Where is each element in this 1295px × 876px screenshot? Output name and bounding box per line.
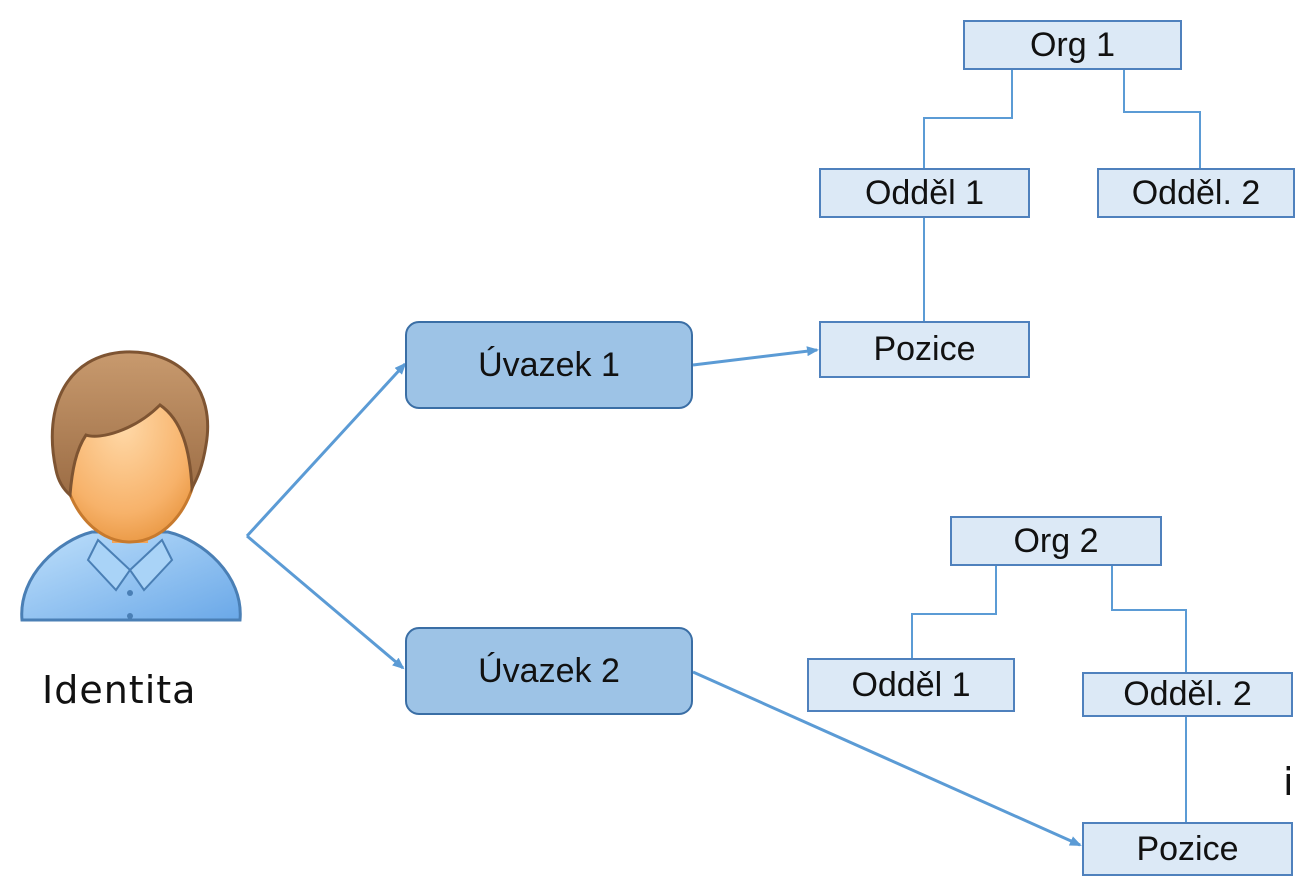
org2-position-box[interactable]: Pozice (1082, 822, 1293, 876)
contract-2-label: Úvazek 2 (478, 651, 620, 690)
org1-dept2-label: Odděl. 2 (1131, 173, 1261, 212)
org1-position-box[interactable]: Pozice (819, 321, 1030, 378)
identity-label: Identita (42, 668, 197, 712)
org2-dept1-label: Odděl 1 (851, 665, 971, 704)
org1-to-dept1-line (923, 70, 1013, 168)
org2-position-label: Pozice (1136, 829, 1239, 868)
contract-2-box[interactable]: Úvazek 2 (405, 627, 693, 715)
org1-dept1-label: Odděl 1 (864, 173, 985, 212)
arrow-lines (245, 346, 1082, 847)
org1-box[interactable]: Org 1 (963, 20, 1182, 70)
org1-to-dept2-line (1123, 66, 1201, 168)
org2-to-dept1-line (911, 566, 997, 658)
org2-dept2-box[interactable]: Odděl. 2 (1082, 672, 1293, 717)
org2-to-dept2-line (1111, 562, 1187, 672)
arrow-contract1-to-position (692, 346, 819, 367)
org1-label: Org 1 (1029, 25, 1116, 64)
org1-tree-lines (923, 66, 1201, 321)
org2-box[interactable]: Org 2 (950, 516, 1162, 566)
contract-1-label: Úvazek 1 (478, 345, 620, 384)
arrow-identity-to-contract1 (245, 362, 407, 538)
org2-dept1-box[interactable]: Odděl 1 (807, 658, 1015, 712)
org1-dept2-box[interactable]: Odděl. 2 (1097, 168, 1295, 218)
org2-dept2-label: Odděl. 2 (1123, 675, 1252, 713)
org2-label: Org 2 (1013, 521, 1099, 560)
arrow-contract2-to-position (692, 670, 1082, 847)
contract-1-box[interactable]: Úvazek 1 (405, 321, 693, 409)
org2-tree-lines (911, 562, 1187, 822)
arrow-identity-to-contract2 (246, 534, 405, 670)
org1-position-label: Pozice (873, 330, 976, 368)
org1-dept1-box[interactable]: Odděl 1 (819, 168, 1030, 218)
person-icon (20, 350, 242, 622)
edge-fragment-text: i (1283, 760, 1294, 804)
